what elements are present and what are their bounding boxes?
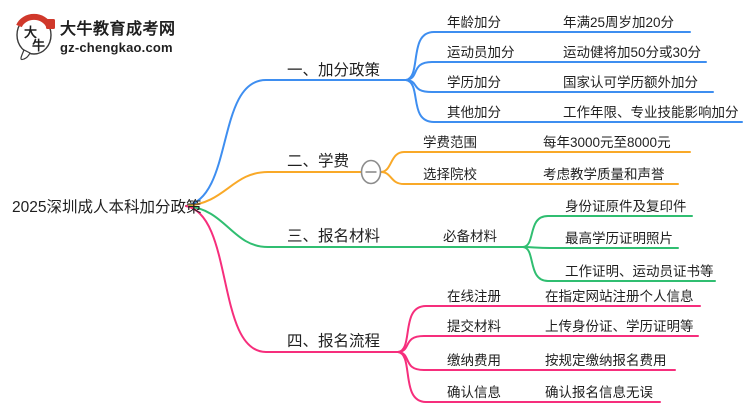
node-athlete-bonus[interactable]: 运动员加分	[447, 45, 515, 60]
node-other-bonus[interactable]: 其他加分	[447, 105, 501, 120]
branch-label-bonus-policy[interactable]: 一、加分政策	[287, 61, 380, 79]
node-athlete-bonus-detail[interactable]: 运动健将加50分或30分	[563, 45, 701, 60]
site-logo: 大 牛 大牛教育成考网 gz-chengkao.com	[16, 13, 176, 61]
logo-mark-char-2: 牛	[32, 38, 45, 54]
branch-label-tuition[interactable]: 二、学费	[287, 152, 349, 170]
logo-brand-text: 大牛教育成考网	[60, 19, 176, 38]
logo-bubble-icon: 大 牛	[16, 13, 55, 61]
node-degree-bonus[interactable]: 学历加分	[447, 75, 501, 90]
branch-label-process[interactable]: 四、报名流程	[287, 332, 380, 350]
node-required-materials[interactable]: 必备材料	[443, 228, 497, 244]
node-submit-materials-detail[interactable]: 上传身份证、学历证明等	[545, 318, 694, 334]
logo-domain-text: gz-chengkao.com	[60, 40, 173, 55]
node-submit-materials[interactable]: 提交材料	[447, 318, 501, 334]
collapse-button[interactable]	[360, 159, 382, 185]
node-id-card[interactable]: 身份证原件及复印件	[565, 198, 687, 214]
node-age-bonus[interactable]: 年龄加分	[447, 15, 501, 30]
root-topic[interactable]: 2025深圳成人本科加分政策	[12, 198, 201, 216]
branch-materials: 三、报名材料 必备材料 身份证原件及复印件 最高学历证明照片 工作证明、运动员证…	[185, 198, 716, 282]
branch-bonus-policy-lines	[185, 31, 743, 207]
logo-seal-icon	[46, 19, 55, 29]
node-tuition-range[interactable]: 学费范围	[423, 135, 477, 150]
branch-tuition: 二、学费 学费范围 每年3000元至8000元 选择院校 考虑教学质量和声誉	[185, 135, 691, 207]
branch-process-lines	[185, 205, 701, 403]
node-diploma-photo[interactable]: 最高学历证明照片	[565, 230, 673, 246]
branch-materials-lines	[185, 205, 716, 282]
node-confirm-info[interactable]: 确认信息	[447, 384, 501, 400]
node-tuition-range-detail[interactable]: 每年3000元至8000元	[543, 135, 671, 150]
node-degree-bonus-detail[interactable]: 国家认可学历额外加分	[563, 74, 698, 90]
logo-mark-char-1: 大	[24, 25, 37, 41]
branch-bonus-policy: 一、加分政策 年龄加分 年满25周岁加20分 运动员加分 运动健将加50分或30…	[185, 15, 743, 207]
node-choose-school-detail[interactable]: 考虑教学质量和声誉	[543, 167, 665, 182]
branch-label-materials[interactable]: 三、报名材料	[287, 227, 380, 245]
node-pay-fee-detail[interactable]: 按规定缴纳报名费用	[545, 353, 667, 368]
node-age-bonus-detail[interactable]: 年满25周岁加20分	[563, 15, 674, 30]
node-other-bonus-detail[interactable]: 工作年限、专业技能影响加分	[563, 105, 739, 120]
node-choose-school[interactable]: 选择院校	[423, 166, 477, 182]
branch-process: 四、报名流程 在线注册 在指定网站注册个人信息 提交材料 上传身份证、学历证明等…	[185, 205, 701, 403]
node-pay-fee[interactable]: 缴纳费用	[447, 353, 501, 368]
node-work-proof[interactable]: 工作证明、运动员证书等	[565, 263, 714, 279]
branch-tuition-lines	[185, 151, 691, 207]
node-confirm-info-detail[interactable]: 确认报名信息无误	[545, 384, 653, 400]
node-online-register[interactable]: 在线注册	[447, 289, 501, 304]
node-online-register-detail[interactable]: 在指定网站注册个人信息	[545, 288, 694, 304]
